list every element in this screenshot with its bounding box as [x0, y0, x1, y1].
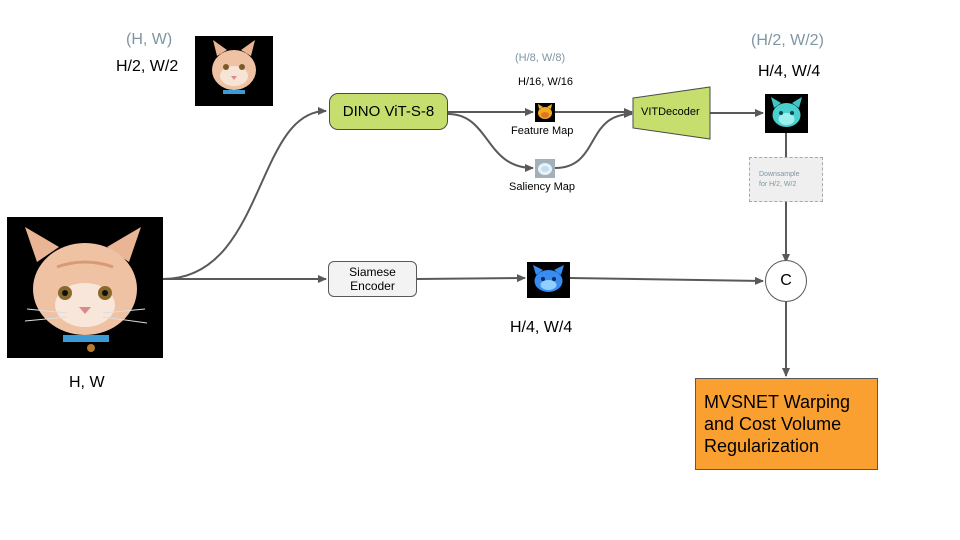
small-cat-alt-size: (H, W): [126, 31, 173, 48]
siamese-output-size: H/4, W/4: [510, 319, 573, 336]
dino-vit-label: DINO ViT-S-8: [342, 103, 435, 120]
feature-map-image: [535, 103, 555, 122]
arrow-siamese-to-output: [416, 274, 526, 283]
downsample-label-line1: Downsample: [759, 170, 800, 178]
input-size: H, W: [69, 374, 105, 391]
downsample-label-line2: for H/2, W/2: [759, 180, 797, 188]
dino-alt-size: (H/8, W/8): [515, 52, 566, 64]
mvsnet-label-line1: MVSNET Warping: [704, 392, 851, 412]
arrow-dino-to-saliency: [447, 113, 534, 172]
input-cat-image: [7, 217, 163, 358]
siamese-label-line1: Siamese: [349, 265, 396, 279]
arrow-input-to-dino: [162, 107, 327, 280]
saliency-map-image: [535, 159, 555, 178]
downsample-block: Downsample for H/2, W/2: [749, 157, 823, 202]
decoder-alt-size: (H/2, W/2): [751, 32, 824, 49]
arrow-siamese-output-to-concat: [569, 276, 764, 285]
vit-decoder-block: [632, 86, 711, 140]
dino-vit-block: DINO ViT-S-8: [329, 93, 448, 130]
small-cat-image: [195, 36, 273, 106]
concat-label: C: [780, 272, 792, 289]
siamese-encoder-block: Siamese Encoder: [328, 261, 417, 297]
saliency-map-label: Saliency Map: [509, 181, 576, 193]
mvsnet-block: MVSNET Warping and Cost Volume Regulariz…: [695, 378, 878, 470]
feature-map-label: Feature Map: [511, 125, 574, 137]
decoder-output-size: H/4, W/4: [758, 63, 821, 80]
decoder-output-image: [765, 94, 808, 133]
siamese-output-image: [527, 262, 570, 298]
small-cat-size: H/2, W/2: [116, 58, 179, 75]
siamese-label-line2: Encoder: [350, 279, 395, 293]
mvsnet-label-line2: and Cost Volume: [704, 414, 842, 434]
dino-output-size: H/16, W/16: [518, 76, 574, 88]
arrow-saliency-to-decoder: [554, 110, 633, 169]
mvsnet-label-line3: Regularization: [704, 436, 820, 456]
concat-node: C: [765, 260, 807, 302]
vit-decoder-label: VITDecoder: [641, 106, 700, 118]
